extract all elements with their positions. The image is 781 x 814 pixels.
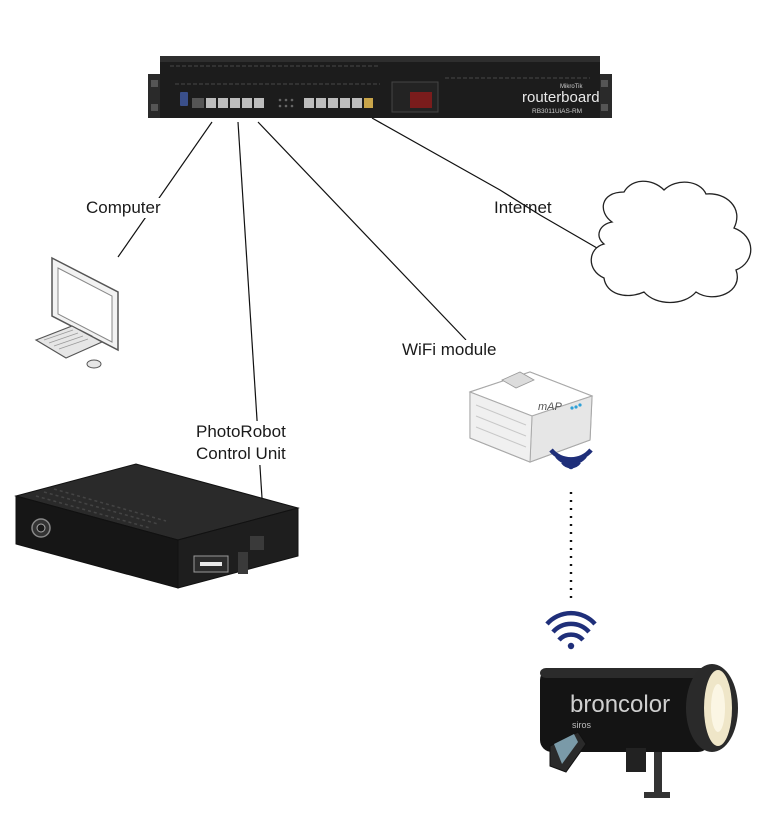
flash-brand: broncolor — [570, 691, 670, 718]
link-router-internet — [371, 117, 598, 249]
wifi-device-brand: mAP — [538, 401, 563, 413]
label-control-unit-line1: PhotoRobot — [196, 422, 286, 441]
wifi-access-point-icon: mAP — [468, 371, 594, 463]
link-router-computer — [117, 121, 213, 258]
label-computer: Computer — [86, 198, 161, 218]
control-unit-icon — [14, 463, 300, 589]
label-control-unit-line2: Control Unit — [196, 444, 286, 463]
studio-flash-icon: broncolor siros — [540, 664, 738, 798]
wifi-signal-icon — [545, 610, 597, 650]
router-model: RB3011UiAS-RM — [532, 108, 582, 115]
wifi-signal-icon — [549, 448, 593, 470]
label-internet: Internet — [494, 198, 552, 217]
computer-icon — [34, 256, 119, 369]
flash-model: siros — [572, 720, 592, 730]
link-router-wifi-module — [257, 121, 467, 341]
label-wifi-module: WiFi module — [402, 340, 497, 360]
cloud-icon — [590, 180, 752, 304]
router-brand-small: MikroTik — [560, 84, 583, 90]
router-brand: routerboard — [522, 89, 600, 106]
label-control-unit: PhotoRobot Control Unit — [196, 421, 286, 465]
router-icon: MikroTik routerboard RB3011UiAS-RM — [148, 56, 612, 118]
